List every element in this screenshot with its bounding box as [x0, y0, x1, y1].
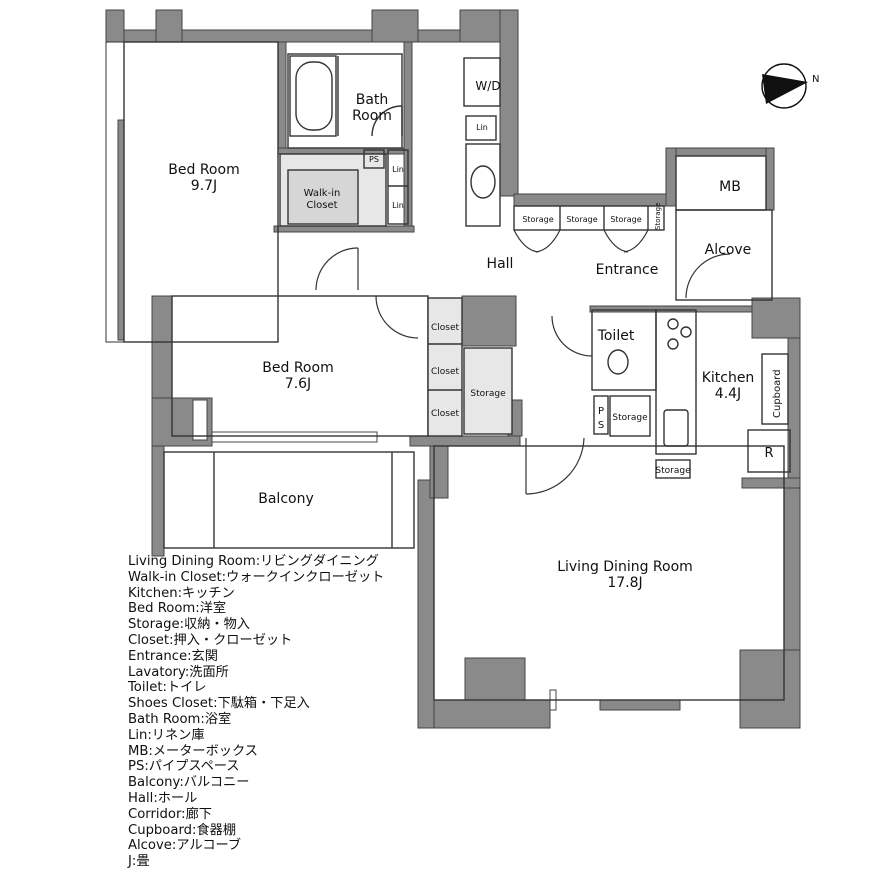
legend-item: Alcove:アルコーブ [128, 838, 242, 854]
bed-room-2-size: 7.6J [285, 376, 311, 392]
legend-item: Kitchen:キッチン [128, 585, 235, 601]
legend-item: MB:メーターボックス [128, 743, 258, 759]
living-name: Living Dining Room [557, 559, 693, 575]
legend-item: PS:パイプスペース [128, 759, 240, 775]
ps-bottom-line2: S [598, 420, 604, 431]
legend-item: Entrance:玄関 [128, 648, 218, 664]
legend-item: J:畳 [128, 854, 150, 870]
legend-item: Hall:ホール [128, 790, 198, 806]
legend-item: Balcony:バルコニー [128, 775, 250, 791]
compass-icon [761, 63, 808, 109]
bath-room-line2: Room [352, 108, 392, 124]
bath-room-line1: Bath [356, 92, 389, 108]
closet-2-label: Closet [431, 367, 460, 377]
balcony-label: Balcony [258, 491, 314, 507]
legend-item: Walk-in Closet:ウォークインクローゼット [128, 569, 385, 585]
ps-top-label: PS [369, 155, 379, 164]
refrigerator-label: R [764, 446, 773, 461]
legend-item: Lavatory:洗面所 [128, 664, 229, 680]
living-size: 17.8J [607, 575, 642, 591]
legend: Living Dining Room:リビングダイニング Walk-in Clo… [128, 554, 384, 870]
mb-label: MB [719, 179, 741, 195]
closet-3-label: Closet [431, 409, 460, 419]
legend-item: Storage:収納・物入 [128, 617, 250, 633]
cupboard-label: Cupboard [772, 369, 783, 418]
lin-b-label: Lin [392, 201, 404, 210]
entrance-label: Entrance [596, 262, 659, 278]
storage-3-label: Storage [610, 215, 641, 224]
legend-item: Shoes Closet:下駄箱・下足入 [128, 696, 310, 712]
wd-label: W/D [475, 79, 500, 93]
ps-bottom-line1: P [598, 406, 604, 417]
walls [105, 9, 801, 729]
hall-label: Hall [487, 256, 514, 272]
storage-closet-label: Storage [470, 389, 506, 399]
storage-2-label: Storage [566, 215, 597, 224]
closet-1-label: Closet [431, 323, 460, 333]
legend-item: Lin:リネン庫 [128, 727, 205, 743]
kitchen-name: Kitchen [702, 370, 755, 386]
alcove-label: Alcove [705, 242, 752, 258]
lin-top-label: Lin [476, 123, 488, 132]
bed-room-1-size: 9.7J [191, 178, 217, 194]
storage-4-label: Storage [654, 203, 662, 230]
lin-a-label: Lin [392, 165, 404, 174]
legend-item: Bed Room:洋室 [128, 601, 227, 617]
legend-item: Corridor:廊下 [128, 806, 212, 822]
storage-1-label: Storage [522, 215, 553, 224]
kitchen-size: 4.4J [715, 386, 741, 402]
legend-item: Cupboard:食器棚 [128, 822, 237, 838]
legend-item: Closet:押入・クローゼット [128, 632, 293, 648]
storage-kitchen-label: Storage [655, 466, 691, 476]
toilet-label: Toilet [597, 328, 635, 344]
bed-room-1-name: Bed Room [168, 162, 239, 178]
walk-in-closet-line2: Closet [306, 200, 337, 211]
legend-item: Toilet:トイレ [128, 680, 207, 696]
storage-toilet-label: Storage [612, 413, 648, 423]
compass-north-mark: N [812, 74, 819, 85]
legend-item: Bath Room:浴室 [128, 711, 232, 727]
legend-item: Living Dining Room:リビングダイニング [128, 554, 379, 569]
walk-in-closet-line1: Walk-in [304, 188, 341, 199]
bed-room-2-name: Bed Room [262, 360, 333, 376]
